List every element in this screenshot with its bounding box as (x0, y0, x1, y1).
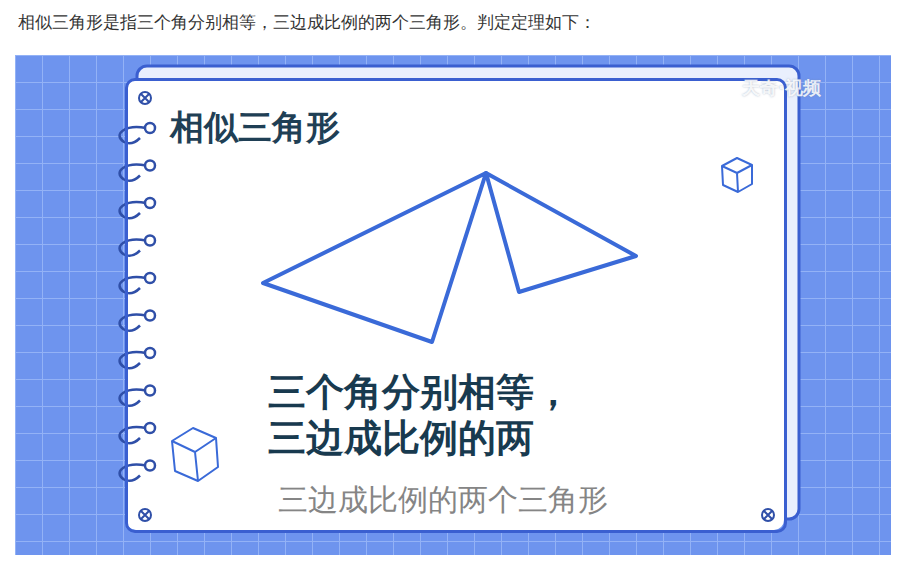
ring-hole (145, 311, 155, 321)
ring-curl (120, 352, 146, 368)
corner-marks-part (762, 509, 774, 521)
front-card (126, 79, 784, 530)
ring-hole (145, 461, 155, 471)
watermark: 天奇·视频 (742, 76, 821, 100)
ring-hole (145, 386, 155, 396)
ring-curl (120, 202, 146, 218)
notebook-card: 相似三角形三个角分别相等， 三边成比例的两 (125, 78, 787, 533)
ring-hole (145, 161, 155, 171)
corner-marks (139, 92, 774, 521)
page-title: 相似三角形是指三个角分别相等，三边成比例的两个三角形。判定定理如下： (18, 11, 596, 34)
corner-marks-part (141, 94, 149, 102)
ring-hole (145, 198, 155, 208)
video-subtitle: 三边成比例的两个三角形 (278, 480, 608, 521)
hexagon-prism-part (722, 165, 752, 192)
ring-curl (120, 240, 146, 256)
corner-marks-part (139, 509, 151, 521)
ring-curl (120, 165, 146, 181)
ring-curl (120, 427, 146, 443)
hexagon-prism-part (722, 158, 752, 192)
corner-marks-part (764, 511, 772, 519)
hexagon-prism (172, 158, 752, 481)
corner-marks-part (139, 92, 151, 104)
ring-hole (145, 423, 155, 433)
ring-hole (145, 236, 155, 246)
ring-curl (120, 465, 146, 481)
ring-curl (120, 277, 146, 293)
similar-triangles-part (263, 173, 486, 342)
ring-curl (120, 127, 146, 143)
ring-hole (145, 273, 155, 283)
hexagon-prism-part (172, 428, 218, 481)
card-body-text: 三个角分别相等， 三边成比例的两 (268, 369, 598, 461)
ring-hole (145, 123, 155, 133)
corner-marks-part (141, 511, 149, 519)
similar-triangles-part (486, 173, 636, 292)
card-heading: 相似三角形 (170, 105, 340, 151)
ring-curl (120, 390, 146, 406)
hexagon-prism-part (172, 438, 216, 481)
ring-curl (120, 315, 146, 331)
similar-triangles (263, 173, 636, 342)
ring-hole (145, 348, 155, 358)
